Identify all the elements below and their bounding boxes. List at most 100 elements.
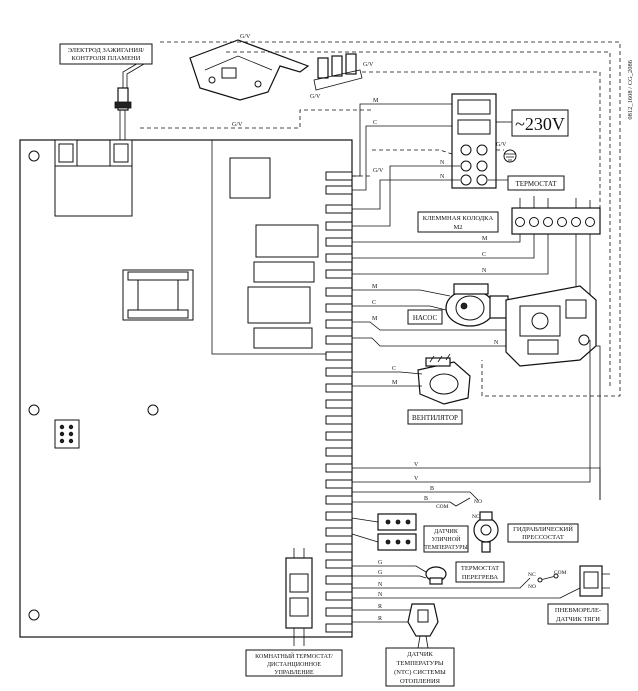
power-terminal-block — [451, 93, 497, 189]
wire-code: N — [440, 174, 445, 180]
wire-code: N — [440, 160, 445, 166]
outdoor-sensor-label-line1: ДАТЧИК — [434, 529, 459, 535]
wire-n — [352, 179, 460, 210]
wire-code: C — [392, 366, 396, 372]
overheat-thermostat-label-box — [455, 561, 505, 583]
mounting-hole — [28, 609, 40, 621]
relay — [247, 286, 311, 324]
wire-code: N — [482, 268, 487, 274]
voltage-label: ~230V — [515, 114, 565, 134]
fan — [417, 353, 471, 405]
wire-c — [352, 125, 452, 191]
service-connector — [54, 419, 80, 449]
wire-n — [352, 165, 460, 227]
earth-wire — [140, 109, 372, 129]
mounting-hole — [147, 404, 159, 416]
wire-code: M — [372, 284, 378, 290]
room-thermostat-label-line3: УПРАВЛЕНИЕ — [274, 670, 314, 676]
voltage-label-box — [511, 109, 569, 137]
wire-m — [352, 289, 451, 297]
wire-m — [352, 321, 506, 331]
outdoor-sensor-label-box — [423, 525, 469, 553]
overheat-thermostat — [425, 566, 447, 585]
wire-v — [352, 340, 591, 483]
wire-b — [352, 491, 479, 501]
thermostat-label-box — [507, 175, 565, 191]
gas-valve — [505, 285, 597, 367]
wire-code: N — [494, 340, 499, 346]
relay — [253, 261, 315, 283]
ignition-electrode — [114, 61, 145, 140]
earth-symbol — [503, 149, 517, 163]
fan-label: ВЕНТИЛЯТОР — [412, 414, 458, 422]
contact-code: COM — [436, 504, 449, 510]
wire-code: V — [414, 476, 419, 482]
thermostat-label: ТЕРМОСТАТ — [515, 180, 557, 188]
wire-n — [352, 337, 506, 347]
board-transformer — [122, 269, 194, 321]
air-pressure-switch-label-line2: ДАТЧИК ТЯГИ — [556, 616, 600, 623]
outdoor-sensor-label-line3: ТЕМПЕРАТУРЫ — [424, 545, 468, 551]
ntc-sensor-label-line2: ТЕМПЕРАТУРЫ — [396, 660, 443, 667]
wire-code: G — [378, 570, 383, 576]
contact-code: NC — [528, 572, 536, 578]
terminal-block-label-box — [417, 211, 499, 233]
hydraulic-pressostat-label-line2: ПРЕССОСТАТ — [522, 534, 564, 541]
contact-code: NO — [474, 499, 482, 505]
electrode-label-line2: КОНТРОЛЯ ПЛАМЕНИ — [72, 55, 141, 62]
relay — [253, 327, 313, 349]
relay — [229, 157, 271, 199]
wire-code: V — [414, 462, 419, 468]
hydraulic-pressostat-label-box — [507, 523, 579, 543]
fan-label-box — [407, 409, 463, 425]
wire-code: N — [378, 582, 383, 588]
mounting-hole — [28, 150, 40, 162]
wire-code: M — [482, 236, 488, 242]
ntc-sensor-label-line3: (NTC) СИСТЕМЫ — [394, 669, 446, 676]
hydraulic-pressostat-label-line1: ГИДРАВЛИЧЕСКИЙ — [513, 525, 573, 533]
terminal-block-label-line2: М2 — [453, 224, 462, 231]
outdoor-sensor-label-line2: УЛИЧНОЙ — [432, 535, 462, 543]
wire-code: M — [372, 316, 378, 322]
wire-code: C — [482, 252, 486, 258]
earth-wire — [372, 149, 471, 161]
wire-m — [352, 103, 452, 177]
wire-code: M — [392, 380, 398, 386]
contact-code: COM — [554, 570, 567, 576]
wire-g — [352, 575, 427, 579]
wire-v — [352, 467, 601, 500]
wire-code: M — [373, 98, 379, 104]
ignition-transformer — [54, 165, 133, 217]
wire-code: C — [373, 120, 377, 126]
wire-c — [352, 234, 535, 259]
mounting-hole — [28, 404, 40, 416]
outdoor-sensor-connector — [377, 513, 417, 551]
ntc-sensor-label-line4: ОТОПЛЕНИЯ — [400, 678, 441, 685]
wire-code: G/V — [240, 34, 251, 40]
wire-code: G/V — [363, 62, 374, 68]
wire-g — [352, 565, 427, 573]
wire-code: B — [430, 486, 434, 492]
document-code: 0812_1608 / CG_2086 — [627, 59, 634, 119]
earth-wire — [362, 71, 601, 220]
contact-code: NC — [472, 514, 480, 520]
wire-n — [352, 234, 549, 275]
wire-c — [352, 305, 447, 311]
wire-m — [352, 234, 521, 243]
wire — [575, 234, 601, 500]
ntc-sensor-label-box — [385, 647, 455, 687]
air-pressure-switch-label-box — [547, 603, 609, 625]
contact-code: NO — [528, 584, 536, 590]
wire-r — [352, 607, 421, 611]
pump — [445, 283, 509, 327]
wire-code: G/V — [373, 168, 384, 174]
overheat-thermostat-label-line2: ПЕРЕГРЕВА — [462, 574, 499, 581]
air-pressure-switch — [579, 565, 610, 597]
room-thermostat-label-line1: КОМНАТНЫЙ ТЕРМОСТАТ/ — [255, 652, 333, 660]
gas-valve-bracket — [189, 39, 363, 101]
wire-n — [352, 587, 581, 599]
wire-code: G/V — [496, 142, 507, 148]
ntc-sensor — [407, 603, 439, 649]
wire-code: N — [378, 592, 383, 598]
